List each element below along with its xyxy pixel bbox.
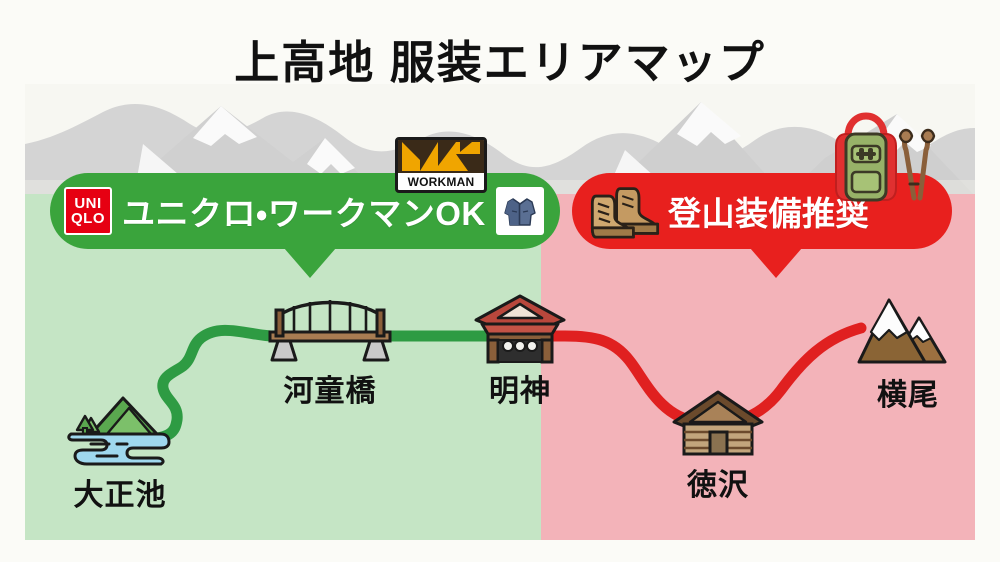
- zone-casual: [25, 194, 541, 540]
- workman-mark: [398, 140, 484, 173]
- map-panel: 大正池 河童橋: [25, 84, 975, 540]
- lake-mountain-icon: [67, 396, 171, 466]
- uniqlo-logo-line1: UNI: [74, 195, 102, 212]
- suspension-bridge-icon: [268, 300, 392, 362]
- node-label: 明神: [489, 375, 551, 408]
- hiking-boots-icon: [590, 187, 660, 239]
- node-label: 大正池: [73, 479, 167, 512]
- node-myojin[interactable]: 明神: [445, 290, 595, 410]
- badge-gear-required[interactable]: 登山装備推奨: [572, 173, 952, 278]
- gear-cluster: [835, 112, 936, 202]
- snow-mountain-icon: [857, 298, 947, 364]
- node-yokoo[interactable]: 横尾: [833, 292, 975, 414]
- node-label: 河童橋: [283, 375, 377, 408]
- node-label: 徳沢: [687, 469, 749, 502]
- node-kappabashi[interactable]: 河童橋: [255, 294, 405, 410]
- badge-gear-tail: [750, 248, 802, 278]
- badge-casual-label: ユニクロ・ワークマンOK: [122, 195, 486, 232]
- uniqlo-logo-line2: QLO: [71, 210, 105, 227]
- badge-gear-label: 登山装備推奨: [668, 195, 869, 232]
- workman-logo-label: WORKMAN: [407, 175, 475, 189]
- cabin-icon: [672, 390, 764, 456]
- badge-casual-ok[interactable]: UNI QLO ユニクロ・ワークマンOK: [50, 137, 560, 278]
- uniqlo-logo: UNI QLO: [64, 187, 112, 235]
- node-tokusawa[interactable]: 徳沢: [643, 384, 793, 504]
- backpack-icon: [835, 112, 897, 202]
- trekking-poles-icon: [898, 128, 936, 201]
- shrine-icon: [474, 294, 566, 364]
- node-taishoike[interactable]: 大正池: [45, 382, 195, 514]
- workman-logo: WORKMAN: [395, 137, 487, 193]
- node-label: 横尾: [877, 379, 939, 412]
- jacket-icon: [496, 187, 544, 235]
- green-route: [129, 324, 501, 445]
- page-title: 上高地 服装エリアマップ: [234, 37, 766, 88]
- badge-casual-tail: [284, 248, 336, 278]
